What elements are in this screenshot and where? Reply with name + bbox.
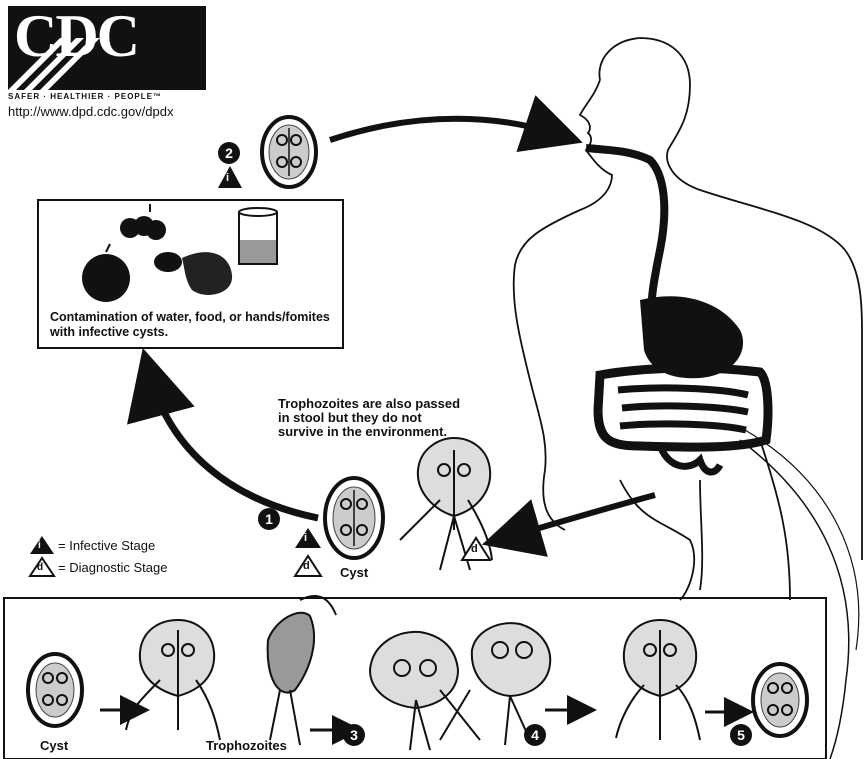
step-badge-3: 3	[343, 724, 365, 746]
cyst-bottom-label: Cyst	[40, 738, 68, 753]
contamination-caption: Contamination of water, food, or hands/f…	[50, 310, 340, 340]
digestive-tract	[586, 148, 768, 472]
step-badge-2: 2	[218, 142, 240, 164]
cyst-center-label: Cyst	[340, 565, 368, 580]
step-badge-5: 5	[730, 724, 752, 746]
cdc-url-link[interactable]: http://www.dpd.cdc.gov/dpdx	[8, 104, 173, 119]
legend-infective-label: = Infective Stage	[58, 538, 155, 553]
cdc-tagline: SAFER · HEALTHIER · PEOPLE™	[8, 92, 162, 101]
trophozoite-bottom-2	[268, 596, 336, 745]
legend-infective-symbol: i	[38, 540, 41, 551]
legend-diagnostic-label: = Diagnostic Stage	[58, 560, 167, 575]
cyst-center	[325, 478, 383, 558]
arrow-to-mouth	[330, 119, 560, 140]
legend-infective-triangle	[30, 536, 54, 554]
trophozoite-bottom-3	[616, 620, 700, 740]
arrow-from-body	[505, 495, 655, 538]
dividing-trophozoites	[370, 623, 550, 750]
infective-symbol-top: i	[226, 172, 229, 184]
intestine-connector-2	[745, 430, 859, 650]
legend-diagnostic-symbol: d	[37, 562, 43, 573]
step-badge-1: 1	[258, 508, 280, 530]
cyst-top	[262, 117, 316, 187]
food-and-water-illustration	[82, 204, 277, 302]
infective-symbol-center: i	[304, 532, 307, 544]
trophozoite-bottom-1	[126, 620, 220, 740]
diagnostic-symbol-right: d	[471, 543, 478, 555]
cyst-bottom-left	[28, 654, 82, 726]
infective-marker-top	[218, 166, 242, 188]
cyst-bottom-right	[753, 664, 807, 736]
cdc-wordmark: CDC	[14, 2, 138, 71]
infective-marker-center	[295, 528, 321, 548]
diagnostic-symbol-center: d	[303, 560, 310, 572]
trophozoites-label: Trophozoites	[206, 738, 287, 753]
trophozoite-note: Trophozoites are also passed in stool bu…	[278, 397, 468, 439]
step-badge-4: 4	[524, 724, 546, 746]
